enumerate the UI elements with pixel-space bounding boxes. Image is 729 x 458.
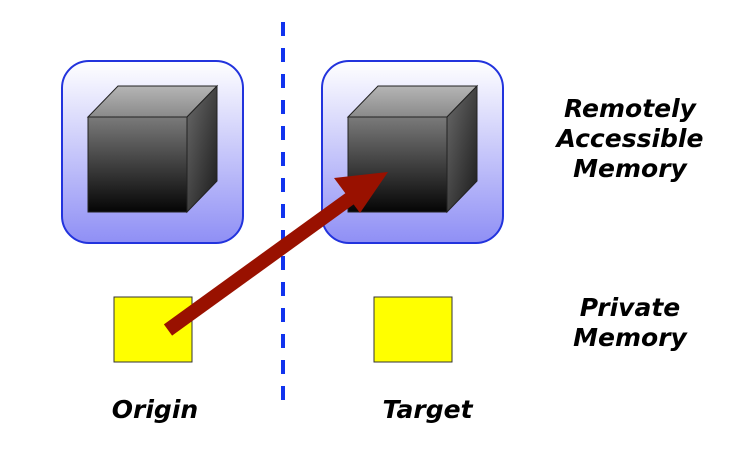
cube-icon <box>346 84 479 214</box>
remote-label-line-3: Memory <box>573 154 687 183</box>
private-label-line-1: Private <box>579 293 681 322</box>
remote-label-line-2: Accessible <box>556 124 704 153</box>
remote-memory-label: Remotely Accessible Memory <box>540 94 720 184</box>
origin-label: Origin <box>111 395 199 424</box>
target-remote-memory-panel <box>321 60 504 244</box>
target-private-memory-box <box>373 296 453 363</box>
private-label-line-2: Memory <box>573 323 687 352</box>
cube-icon <box>86 84 219 214</box>
target-label: Target <box>382 395 473 424</box>
private-memory-label: Private Memory <box>550 293 710 353</box>
put-arrow <box>163 172 388 336</box>
remote-label-line-1: Remotely <box>564 94 696 123</box>
origin-remote-memory-panel <box>61 60 244 244</box>
